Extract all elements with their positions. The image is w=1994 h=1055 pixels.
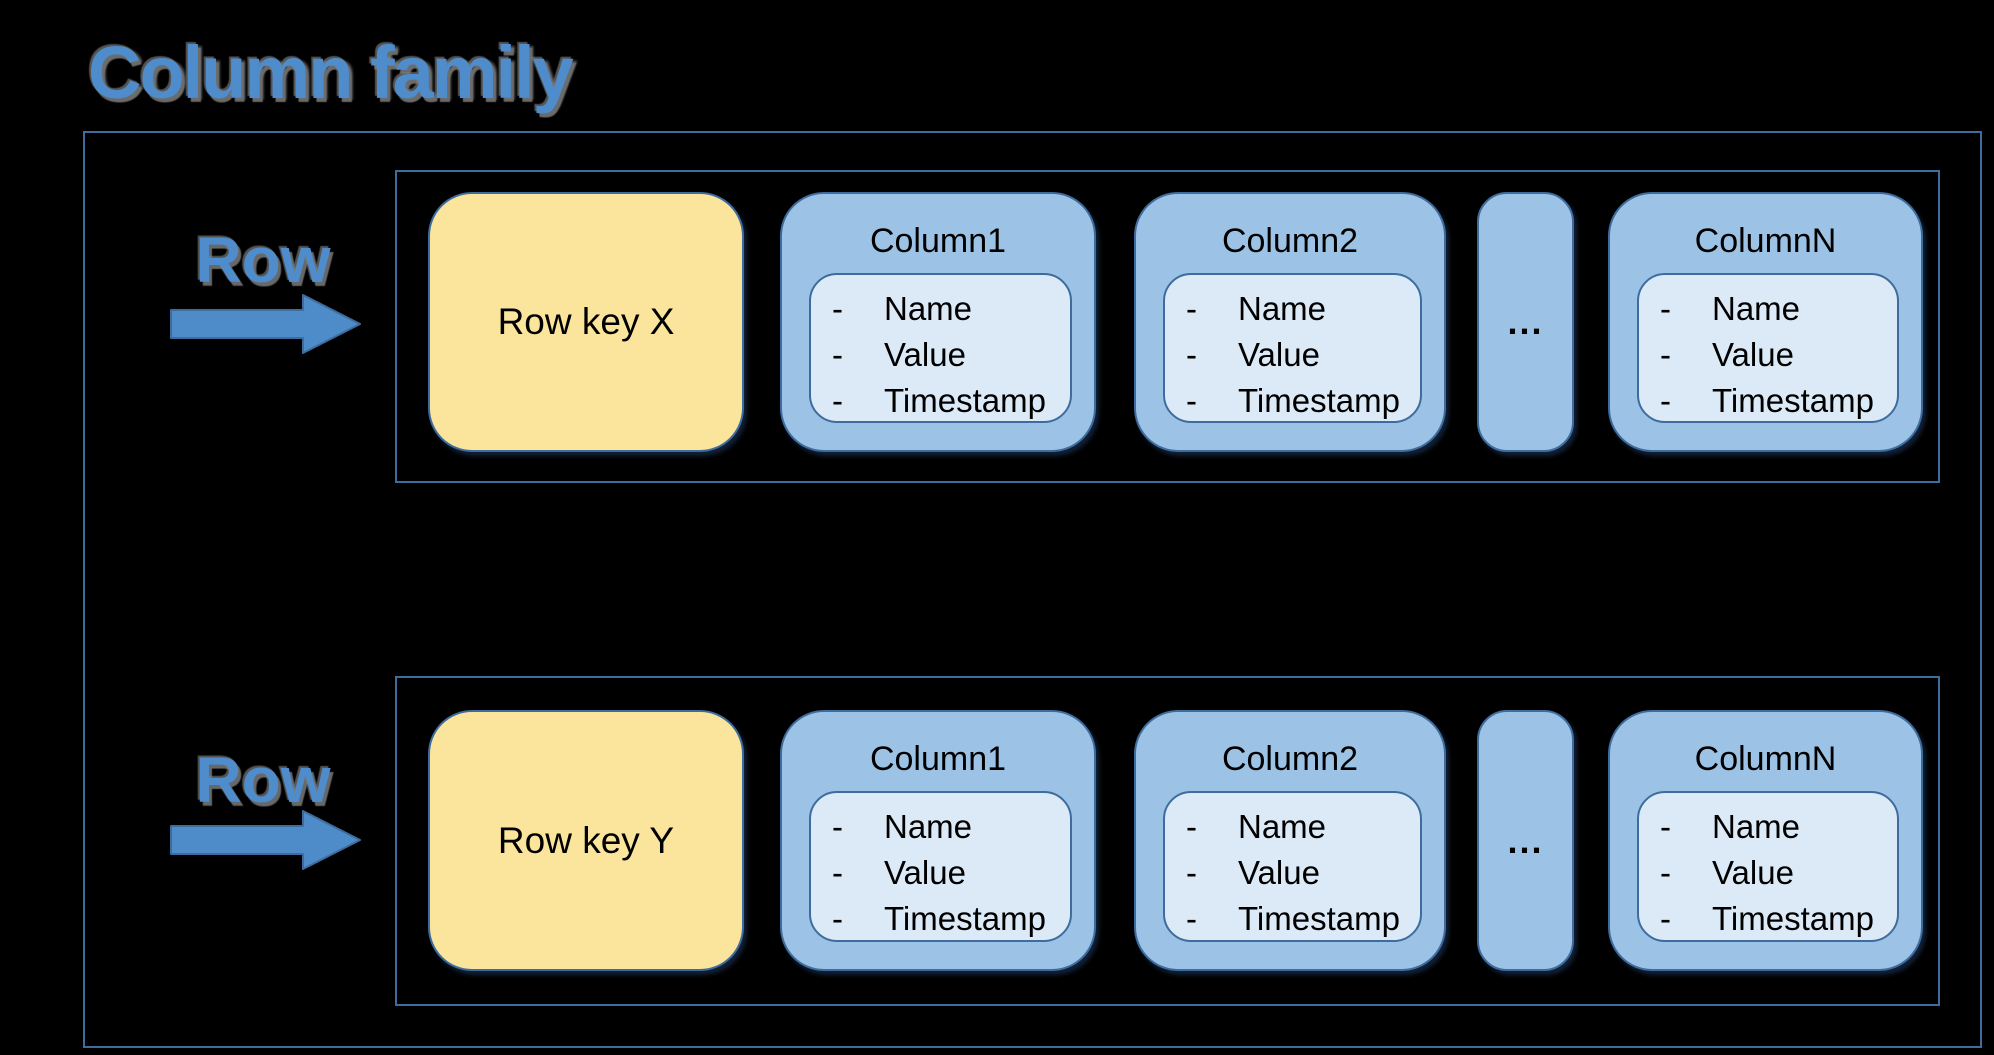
field-item: - Name <box>811 286 1070 332</box>
field-bullet: - <box>1186 854 1197 891</box>
field-label: Name <box>1712 290 1801 327</box>
field-label: Timestamp <box>1712 900 1874 937</box>
field-item: - Value <box>1639 332 1897 378</box>
field-label: Timestamp <box>884 382 1046 419</box>
column-title: Column1 <box>869 222 1007 260</box>
field-item: - Name <box>1165 286 1420 332</box>
column-family-border <box>83 131 1982 1048</box>
field-bullet: - <box>1186 900 1197 937</box>
field-bullet: - <box>1660 382 1671 419</box>
column-title: ColumnN <box>1694 740 1837 778</box>
field-bullet: - <box>832 336 843 373</box>
field-bullet: - <box>1660 336 1671 373</box>
field-item: - Name <box>811 804 1070 850</box>
field-label: Value <box>1238 854 1320 891</box>
field-label: Timestamp <box>884 900 1046 937</box>
field-bullet: - <box>1186 382 1197 419</box>
field-item: - Value <box>811 850 1070 896</box>
field-item: - Name <box>1165 804 1420 850</box>
field-item: - Timestamp <box>1639 896 1897 942</box>
field-label: Value <box>884 854 966 891</box>
field-item: - Timestamp <box>811 378 1070 424</box>
ellipsis-label: ... <box>1507 819 1544 861</box>
page-title: Column family <box>88 31 574 114</box>
column-title: Column1 <box>869 740 1007 778</box>
right-arrow-icon <box>170 810 361 870</box>
column-box-column1: Column1 - Name - Value - Timestamp <box>780 192 1096 452</box>
field-label: Name <box>1712 808 1801 845</box>
field-item: - Name <box>1639 286 1897 332</box>
field-label: Value <box>1712 336 1794 373</box>
column-box-column2: Column2 - Name - Value - Timestamp <box>1134 192 1446 452</box>
field-bullet: - <box>1660 900 1671 937</box>
column-fields-box: - Name - Value - Timestamp <box>809 273 1072 423</box>
row-key-label: Row key X <box>497 301 675 342</box>
ellipsis-label: ... <box>1507 301 1544 342</box>
field-label: Name <box>884 290 973 327</box>
column-box-columnN: ColumnN - Name - Value - Timestamp <box>1608 192 1923 452</box>
column-fields-box: - Name - Value - Timestamp <box>1637 791 1899 942</box>
field-bullet: - <box>832 382 843 419</box>
column-fields-box: - Name - Value - Timestamp <box>809 791 1072 942</box>
field-label: Timestamp <box>1238 900 1400 937</box>
row-key-label: Row key Y <box>497 819 675 861</box>
field-item: - Timestamp <box>1165 896 1420 942</box>
row-label: Row <box>195 744 331 816</box>
field-bullet: - <box>1660 290 1671 327</box>
field-item: - Timestamp <box>1639 378 1897 424</box>
row-key-box: Row key X <box>428 192 744 452</box>
column-box-column1: Column1 - Name - Value - Timestamp <box>780 710 1096 971</box>
field-bullet: - <box>832 900 843 937</box>
row-label: Row <box>195 224 331 296</box>
column-fields-box: - Name - Value - Timestamp <box>1163 791 1422 942</box>
column-title: ColumnN <box>1694 222 1837 260</box>
field-label: Value <box>884 336 966 373</box>
field-label: Value <box>1712 854 1794 891</box>
row-key-box: Row key Y <box>428 710 744 971</box>
field-label: Timestamp <box>1238 382 1400 419</box>
field-bullet: - <box>1186 808 1197 845</box>
column-fields-box: - Name - Value - Timestamp <box>1163 273 1422 423</box>
column-box-column2: Column2 - Name - Value - Timestamp <box>1134 710 1446 971</box>
column-fields-box: - Name - Value - Timestamp <box>1637 273 1899 423</box>
right-arrow-icon <box>170 294 361 354</box>
field-label: Name <box>1238 808 1327 845</box>
field-bullet: - <box>1660 854 1671 891</box>
column-title: Column2 <box>1221 222 1359 260</box>
field-item: - Timestamp <box>811 896 1070 942</box>
field-label: Name <box>884 808 973 845</box>
ellipsis-box: ... <box>1477 710 1574 971</box>
column-box-columnN: ColumnN - Name - Value - Timestamp <box>1608 710 1923 971</box>
field-bullet: - <box>832 808 843 845</box>
field-bullet: - <box>832 854 843 891</box>
field-item: - Value <box>1165 850 1420 896</box>
field-label: Timestamp <box>1712 382 1874 419</box>
column-title: Column2 <box>1221 740 1359 778</box>
ellipsis-box: ... <box>1477 192 1574 452</box>
field-item: - Name <box>1639 804 1897 850</box>
field-label: Name <box>1238 290 1327 327</box>
field-bullet: - <box>1186 336 1197 373</box>
field-item: - Value <box>1639 850 1897 896</box>
field-bullet: - <box>1660 808 1671 845</box>
row-container: Row key Y Column1 - Name - Value - Times… <box>395 676 1940 1006</box>
field-bullet: - <box>1186 290 1197 327</box>
field-item: - Value <box>1165 332 1420 378</box>
field-label: Value <box>1238 336 1320 373</box>
field-item: - Value <box>811 332 1070 378</box>
row-container: Row key X Column1 - Name - Value - Times… <box>395 170 1940 483</box>
field-bullet: - <box>832 290 843 327</box>
field-item: - Timestamp <box>1165 378 1420 424</box>
